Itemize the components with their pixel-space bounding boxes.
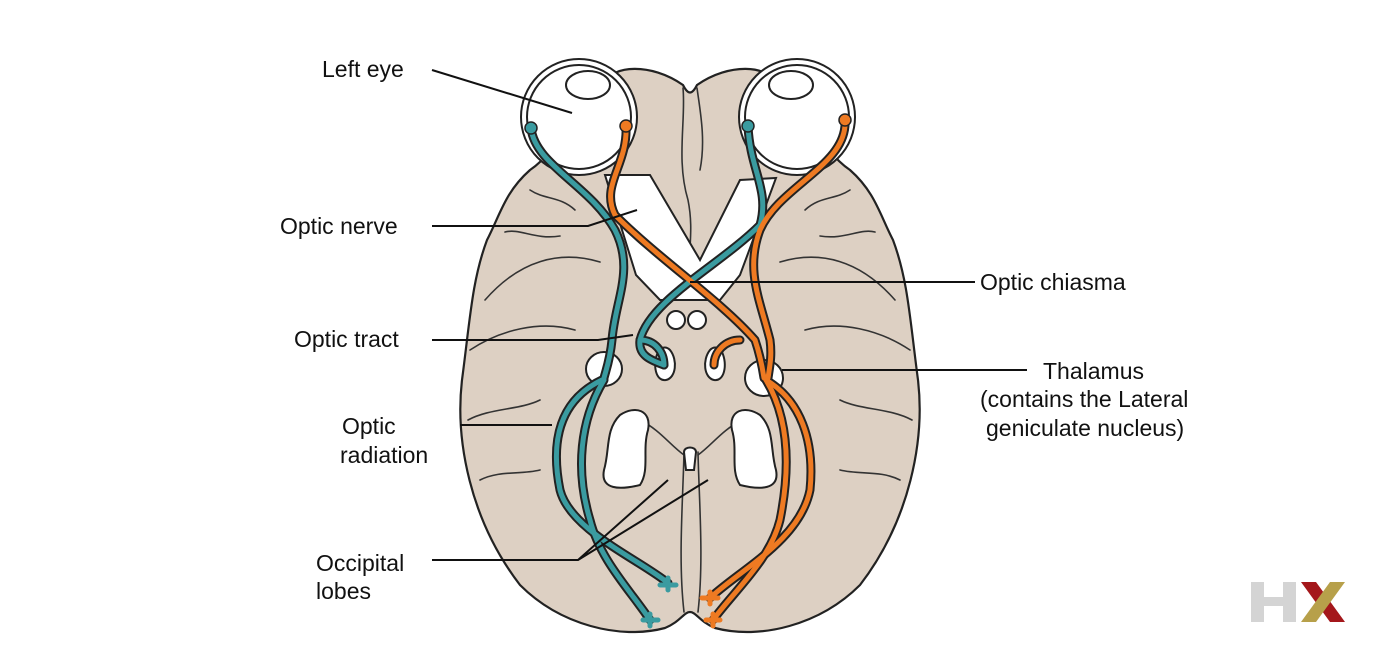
left-eye [520, 58, 638, 176]
right-eye-teal-origin [741, 119, 755, 133]
left-eye-orange-origin [619, 119, 633, 133]
brain-outline [459, 67, 921, 634]
label-thalamus-2: (contains the Lateral [980, 386, 1188, 412]
hx-logo-h [1251, 582, 1296, 622]
label-optic-tract: Optic tract [294, 326, 399, 352]
label-optic-radiation-1: Optic [342, 413, 396, 439]
label-thalamus-3: geniculate nucleus) [986, 415, 1184, 441]
right-eye [738, 58, 856, 176]
right-eye-orange-origin [838, 113, 852, 127]
left-eye-teal-origin [524, 121, 538, 135]
hx-logo-x-left [1301, 582, 1345, 622]
label-optic-chiasma: Optic chiasma [980, 269, 1126, 295]
teal-fibers [528, 123, 766, 629]
label-occipital-1: Occipital [316, 550, 404, 576]
label-occipital-2: lobes [316, 578, 371, 604]
label-thalamus-1: Thalamus [1043, 358, 1144, 384]
leader-lines [431, 69, 1027, 561]
label-optic-nerve: Optic nerve [280, 213, 398, 239]
label-left-eye: Left eye [322, 56, 404, 82]
orange-fibers [608, 117, 848, 629]
hx-logo: HX [1251, 582, 1345, 622]
brain-sulci [467, 87, 913, 613]
label-optic-radiation-2: radiation [340, 442, 428, 468]
